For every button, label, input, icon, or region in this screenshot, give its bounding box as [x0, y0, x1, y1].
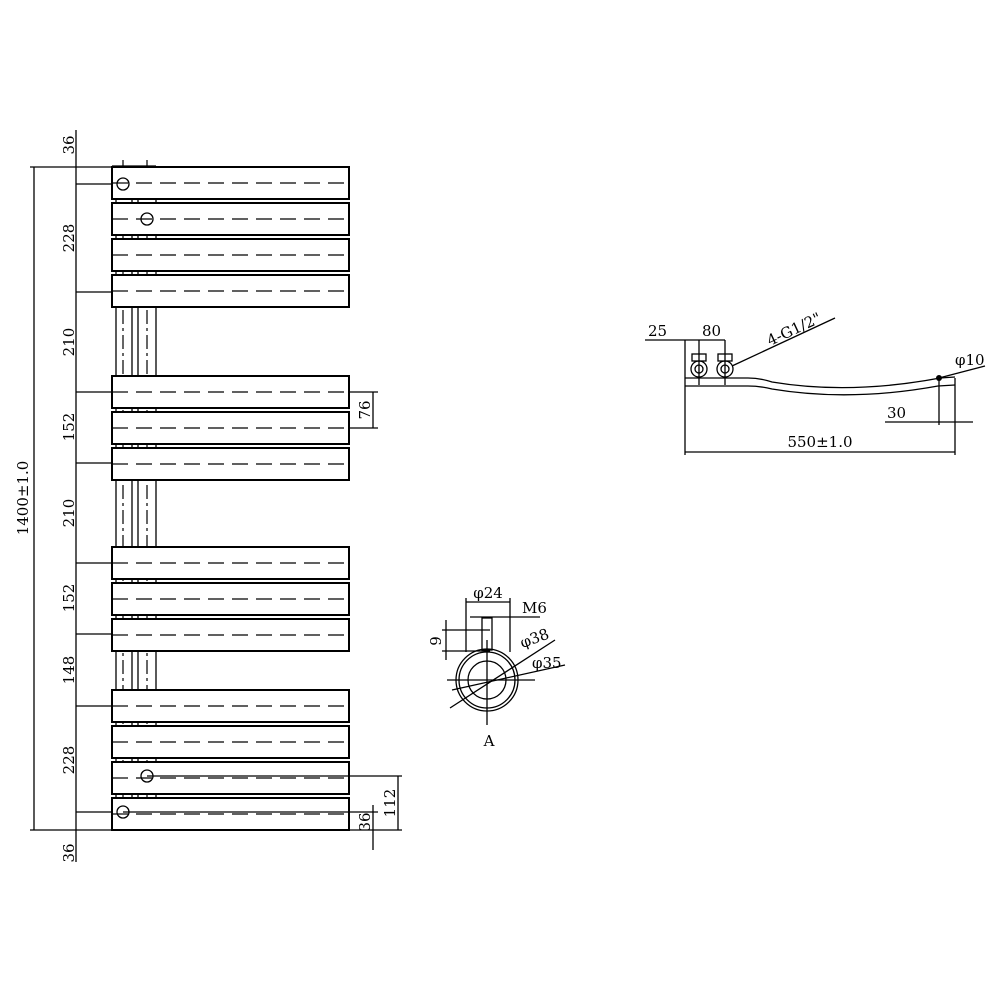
- left-dim-label: 148: [60, 656, 78, 685]
- left-dim-label: 228: [60, 224, 78, 253]
- width-550-label: 550±1.0: [787, 433, 852, 451]
- bar-spacing-label: 76: [356, 400, 374, 419]
- left-dim-label: 210: [60, 328, 78, 357]
- left-dim-label: 210: [60, 499, 78, 528]
- side-view: 25 80 4-G1/2" φ10 30 550±1.0: [645, 309, 986, 455]
- section-label: A: [483, 732, 495, 750]
- left-dim-label: 152: [60, 413, 78, 442]
- left-dim-label: 36: [60, 135, 78, 154]
- pin-dia-label: φ10: [955, 351, 985, 369]
- left-dimension-chain: 36 228 210 152 210 152 148 228 36: [60, 130, 112, 863]
- thread-m6-label: M6: [522, 599, 547, 617]
- dia-35-label: φ35: [532, 654, 562, 672]
- depth-9-label: 9: [427, 636, 445, 646]
- dia-24-label: φ24: [473, 584, 503, 602]
- left-dim-label: 228: [60, 746, 78, 775]
- front-view: 36 228 210 152 210 152 148 228 36 1400±1.0 76 11…: [14, 130, 402, 863]
- mount-hole-icon: [140, 212, 154, 226]
- overall-height-label: 1400±1.0: [14, 461, 32, 536]
- section-view-a: φ24 M6 9 φ38 φ35 A: [427, 584, 566, 750]
- dia-38-label: φ38: [518, 625, 552, 652]
- depth-30-label: 30: [887, 404, 906, 422]
- left-dim-label: 152: [60, 584, 78, 613]
- bottom-margin-label: 36: [356, 812, 374, 831]
- offset-25-label: 25: [648, 322, 667, 340]
- horizontal-bars: [111, 166, 350, 831]
- bottom-offset-label: 112: [381, 789, 399, 818]
- mount-hole-icon: [116, 177, 130, 191]
- connections-label: 4-G1/2": [764, 309, 824, 350]
- centers-80-label: 80: [702, 322, 721, 340]
- left-dim-label: 36: [60, 843, 78, 862]
